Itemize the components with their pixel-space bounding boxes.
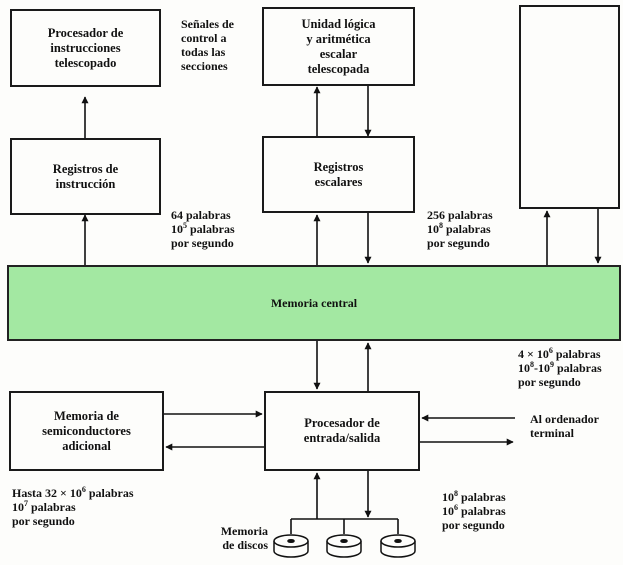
- disk-rate-label: 108 palabras 106 palabras por segundo: [442, 489, 506, 533]
- right-unit-box: [519, 5, 620, 209]
- central-memory-label: Memoria central: [270, 295, 358, 310]
- central-memory-rate-label: 4 × 106 palabras 108-109 palabras por se…: [518, 346, 602, 390]
- instruction-processor-box: Procesador de instrucciones telescopado: [10, 9, 161, 87]
- central-memory-band: Memoria central: [7, 265, 621, 341]
- disk-1-icon: [273, 534, 309, 558]
- disk-memory-label: Memoria de discos: [220, 524, 268, 552]
- disk-3-icon: [380, 534, 416, 558]
- scalar-rate-label: 256 palabras 108 palabras por segundo: [427, 208, 493, 250]
- terminal-label: Al ordenador terminal: [530, 412, 599, 440]
- disk-2-icon: [326, 534, 362, 558]
- io-processor-box: Procesador de entrada/salida: [264, 391, 420, 471]
- instruction-registers-box: Registros de instrucción: [10, 138, 161, 215]
- semiconductor-rate-label: Hasta 32 × 106 palabras 107 palabras por…: [12, 485, 134, 529]
- instruction-rate-label: 64 palabras 105 palabras por segundo: [171, 208, 235, 250]
- control-signals-label: Señales de control a todas las secciones: [181, 17, 235, 73]
- scalar-alu-box: Unidad lógica y aritmética escalar teles…: [262, 7, 415, 86]
- scalar-registers-box: Registros escalares: [262, 136, 415, 213]
- semiconductor-memory-box: Memoria de semiconductores adicional: [9, 391, 164, 471]
